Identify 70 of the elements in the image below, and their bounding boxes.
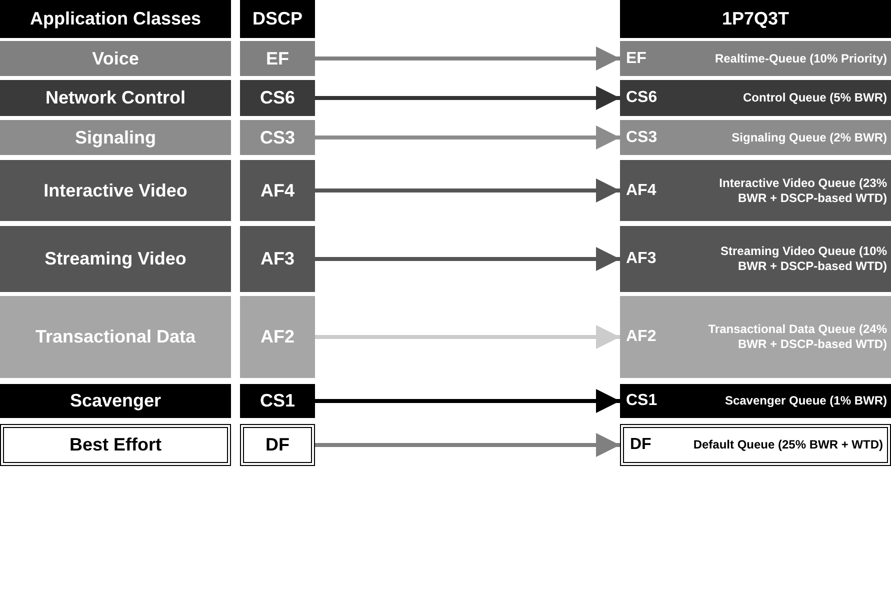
queue-description: Transactional Data Queue (24% BWR + DSCP-based WTD) bbox=[707, 322, 887, 352]
queue-box bbox=[620, 226, 891, 292]
arrow bbox=[315, 86, 620, 110]
class-box bbox=[0, 384, 231, 418]
column-heading: DSCP bbox=[251, 8, 304, 30]
column-heading: Application Classes bbox=[28, 8, 202, 30]
class-box bbox=[0, 296, 231, 378]
queue-description: Control Queue (5% BWR) bbox=[742, 90, 887, 106]
dscp-code: CS1 bbox=[626, 392, 658, 410]
queue-box bbox=[620, 160, 891, 221]
dscp-box bbox=[240, 226, 315, 292]
dscp-code: AF2 bbox=[626, 328, 656, 346]
dscp-box bbox=[240, 424, 315, 466]
dscp-code: CS6 bbox=[258, 88, 296, 108]
class-label: Voice bbox=[91, 48, 140, 69]
dscp-code: AF4 bbox=[259, 180, 296, 201]
dscp-box bbox=[240, 296, 315, 378]
class-box bbox=[0, 41, 231, 76]
column-heading: 1P7Q3T bbox=[720, 8, 790, 30]
class-box bbox=[0, 120, 231, 155]
class-box bbox=[0, 160, 231, 221]
class-label: Signaling bbox=[74, 127, 157, 148]
dscp-box bbox=[240, 160, 315, 221]
header-box bbox=[240, 0, 315, 38]
arrow bbox=[315, 247, 620, 271]
header-box bbox=[0, 0, 231, 38]
arrow bbox=[315, 389, 620, 413]
arrow bbox=[315, 126, 620, 150]
class-box bbox=[0, 80, 231, 116]
dscp-box bbox=[240, 120, 315, 155]
class-label: Transactional Data bbox=[34, 326, 197, 348]
dscp-code: EF bbox=[626, 50, 646, 68]
dscp-code: DF bbox=[264, 434, 290, 456]
class-label: Best Effort bbox=[68, 434, 162, 456]
dscp-box bbox=[240, 384, 315, 418]
queue-box bbox=[620, 424, 891, 466]
dscp-box bbox=[240, 41, 315, 76]
dscp-code: AF3 bbox=[259, 248, 296, 270]
arrow bbox=[315, 46, 620, 70]
queue-description: Default Queue (25% BWR + WTD) bbox=[693, 438, 883, 452]
dscp-code: CS3 bbox=[626, 128, 658, 146]
dscp-code: AF3 bbox=[626, 250, 656, 268]
dscp-box bbox=[240, 80, 315, 116]
queue-box bbox=[620, 384, 891, 418]
queue-box bbox=[620, 80, 891, 116]
queue-box bbox=[620, 296, 891, 378]
queue-description: Realtime-Queue (10% Priority) bbox=[714, 51, 887, 66]
dscp-code: AF4 bbox=[626, 182, 656, 200]
queue-description: Streaming Video Queue (10% BWR + DSCP-based WTD) bbox=[720, 244, 887, 274]
queue-box bbox=[620, 120, 891, 155]
queue-box bbox=[620, 41, 891, 76]
class-label: Scavenger bbox=[68, 390, 162, 412]
class-box bbox=[0, 424, 231, 466]
class-box bbox=[0, 226, 231, 292]
class-label: Interactive Video bbox=[42, 180, 188, 201]
dscp-code: CS6 bbox=[626, 89, 658, 107]
class-label: Streaming Video bbox=[44, 248, 188, 270]
queue-description: Signaling Queue (2% BWR) bbox=[730, 130, 887, 145]
dscp-code: AF2 bbox=[259, 326, 296, 348]
dscp-code: DF bbox=[630, 436, 652, 454]
dscp-code: EF bbox=[264, 48, 290, 69]
arrow bbox=[315, 433, 620, 457]
dscp-code: CS1 bbox=[258, 390, 296, 412]
dscp-code: CS3 bbox=[258, 127, 296, 148]
queue-description: Interactive Video Queue (23% BWR + DSCP-based WTD) bbox=[718, 176, 887, 206]
queue-description: Scavenger Queue (1% BWR) bbox=[724, 394, 887, 408]
header-box bbox=[620, 0, 891, 38]
arrow bbox=[315, 325, 620, 349]
class-label: Network Control bbox=[44, 88, 186, 108]
arrow bbox=[315, 178, 620, 202]
